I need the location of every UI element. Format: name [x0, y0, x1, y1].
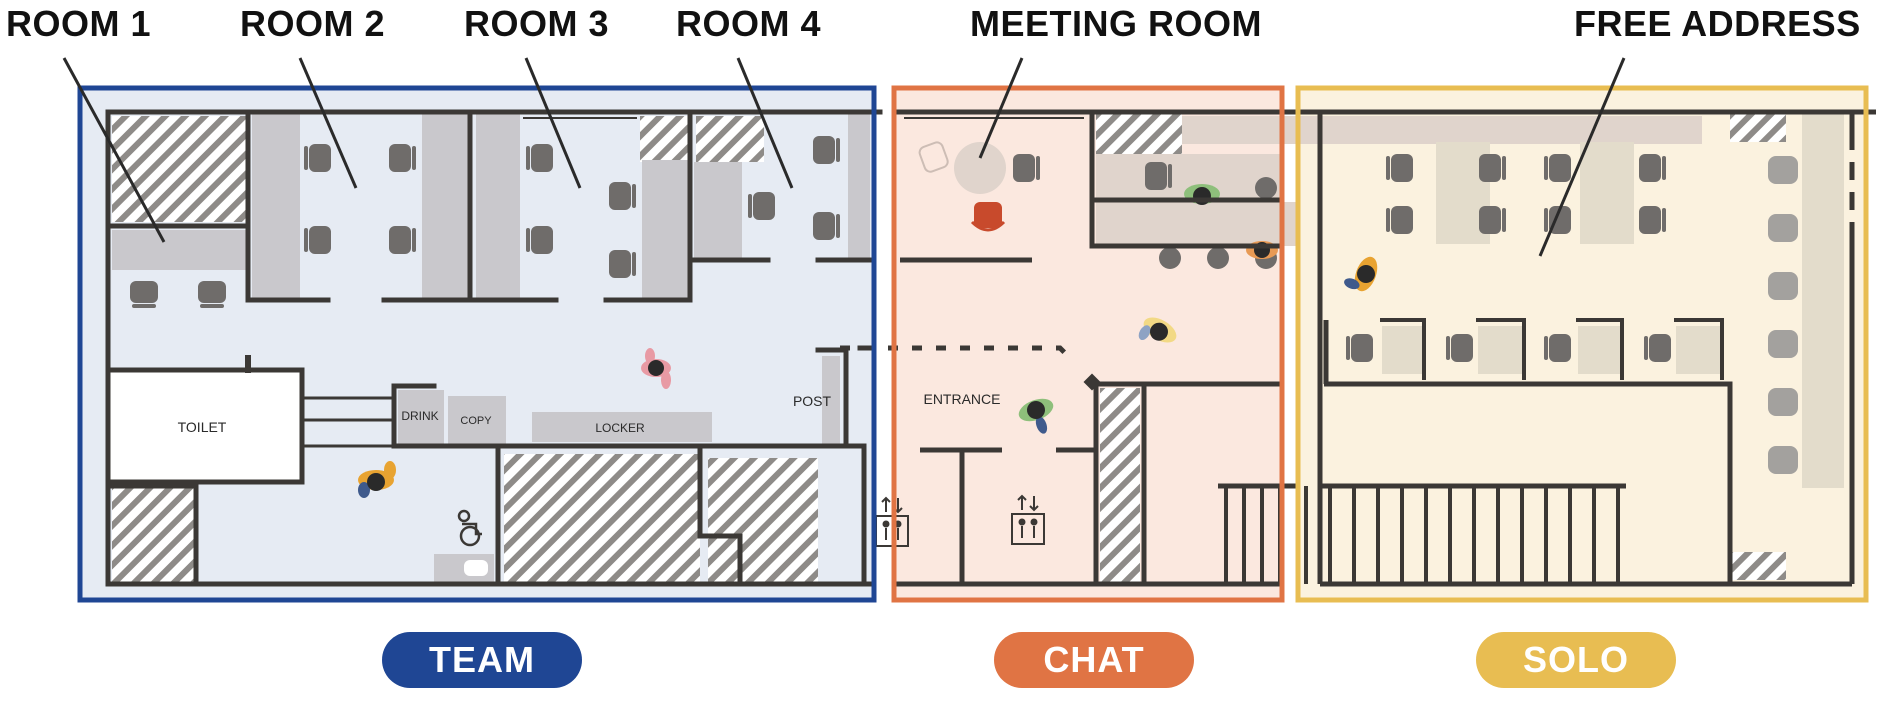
- copy-label: COPY: [460, 415, 492, 427]
- team-hatch-1: [112, 116, 246, 222]
- room3-panel-a: [476, 114, 520, 300]
- person-green-2: [1018, 398, 1054, 434]
- team-zone-border: [77, 85, 877, 603]
- room2-panel-a: [252, 114, 300, 300]
- room2-callout: ROOM 2: [240, 3, 386, 44]
- team-hatch-4: [708, 458, 818, 582]
- locker-block: [532, 412, 712, 442]
- room2-leader: [298, 57, 358, 189]
- drink-label: DRINK: [401, 409, 438, 423]
- room1-callout: ROOM 1: [6, 3, 152, 44]
- meeting-room-leader: [978, 57, 1024, 159]
- team-hatch-3: [504, 454, 700, 582]
- person-pink: [641, 348, 671, 389]
- chat-zone-pill: CHAT: [994, 632, 1194, 688]
- copy-block: [448, 396, 506, 444]
- person-orange-team: [358, 461, 396, 498]
- red-chair: [970, 202, 1006, 232]
- room3-callout: ROOM 3: [464, 3, 610, 44]
- post-label: POST: [793, 393, 832, 409]
- person-yellow: [1138, 317, 1177, 343]
- room1-desk: [112, 230, 248, 270]
- team-hatch-6: [696, 116, 764, 162]
- team-zone: [105, 109, 883, 587]
- room4-panel-b: [848, 114, 870, 260]
- room4-panel-a: [694, 162, 742, 260]
- room3-panel-b: [642, 160, 690, 300]
- solo-zone-pill: SOLO: [1476, 632, 1676, 688]
- drink-block: [398, 390, 444, 444]
- toilet-room: [105, 367, 305, 485]
- meeting-room-callout: MEETING ROOM: [970, 3, 1262, 44]
- post-block: [822, 356, 840, 444]
- team-hatch-2: [112, 486, 194, 582]
- team-zone-pill: TEAM: [382, 632, 582, 688]
- locker-label: LOCKER: [595, 421, 645, 435]
- solo-zone-border: [1295, 85, 1869, 603]
- chat-zone-border: [891, 85, 1285, 603]
- entrance-label: ENTRANCE: [923, 391, 1000, 407]
- room3-leader: [524, 57, 582, 189]
- free-address-callout: FREE ADDRESS: [1574, 3, 1861, 44]
- person-orange-solo: [1344, 256, 1378, 292]
- room4-callout: ROOM 4: [676, 3, 822, 44]
- meeting-table: [954, 142, 1006, 194]
- chat-zone: [840, 109, 1702, 587]
- toilet-label: TOILET: [178, 419, 227, 435]
- room2-panel-b: [422, 114, 470, 300]
- room4-leader: [736, 57, 794, 189]
- elevator-icon: [1011, 494, 1045, 545]
- team-hatch-5: [640, 116, 690, 162]
- free-address-leader: [1538, 57, 1626, 257]
- room1-leader: [62, 57, 166, 243]
- solo-zone: [1282, 109, 1876, 587]
- wheelchair-icon: [457, 509, 482, 547]
